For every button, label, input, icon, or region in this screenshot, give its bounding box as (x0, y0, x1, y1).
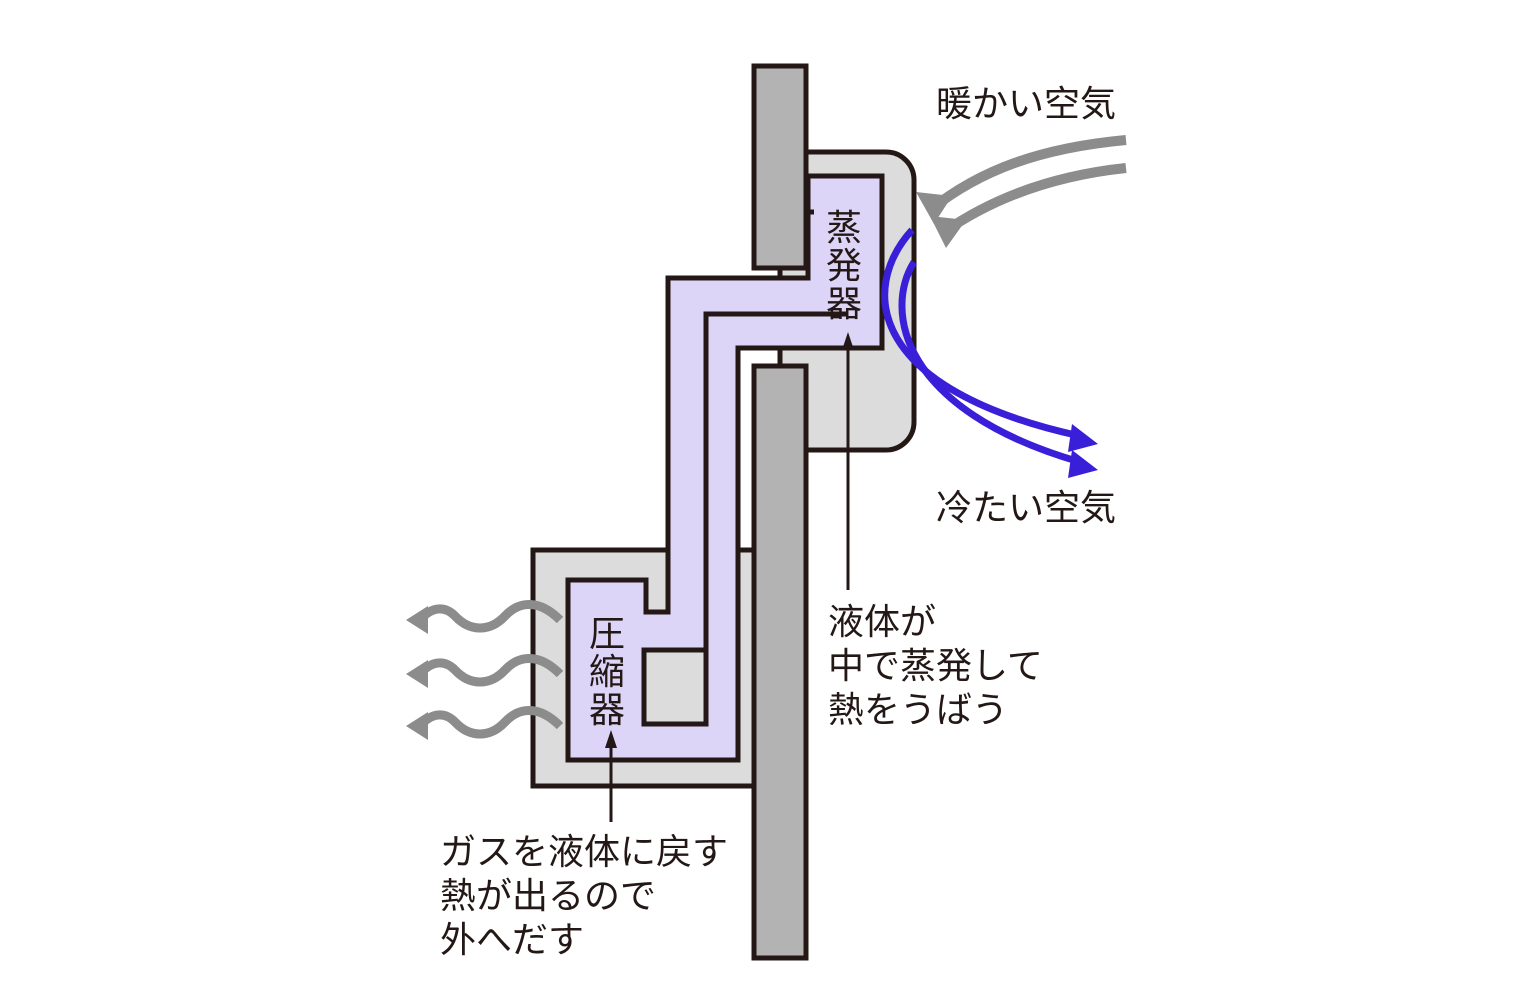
cold-air-label: 冷たい空気 (936, 488, 1116, 529)
compressor-note-line-1: ガスを液体に戻す (440, 832, 728, 873)
warm-air-arrowhead-1 (916, 192, 952, 224)
evaporator-label: 蒸 発 器 (826, 208, 862, 325)
compressor-char-2: 縮 (589, 652, 625, 693)
warm-air-arrowhead-2 (930, 216, 966, 248)
refrigerant-circuit (565, 173, 885, 763)
evaporator-char-1: 蒸 (826, 208, 862, 249)
compressor-note: ガスを液体に戻す 熱が出るので 外へだす (440, 832, 728, 961)
evaporator-note: 液体が 中で蒸発して 熱をうばう (828, 602, 1043, 731)
pipe-inner-wall (805, 209, 814, 278)
compressor-core (641, 647, 709, 727)
wall-upper (751, 63, 809, 271)
compressor-leader (605, 730, 617, 822)
evaporator-leader (842, 332, 854, 590)
warm-air-label: 暖かい空気 (936, 84, 1116, 125)
evaporator-note-line-3: 熱をうばう (828, 690, 1008, 731)
compressor-note-line-2: 熱が出るので (440, 876, 656, 917)
evaporator-note-line-2: 中で蒸発して (828, 646, 1043, 687)
compressor-label: 圧 縮 器 (589, 614, 625, 731)
wall-lower (751, 363, 809, 961)
warm-air-arrows (916, 135, 1127, 248)
heat-release-arrows (406, 600, 564, 740)
evaporator-note-line-1: 液体が (828, 602, 936, 643)
compressor-char-3: 器 (589, 690, 625, 731)
compressor-char-1: 圧 (589, 614, 625, 655)
heat-arrowhead-2 (406, 660, 428, 688)
cold-air-arrowhead-2 (1068, 450, 1098, 478)
heat-arrowhead-3 (406, 712, 428, 740)
heat-arrowhead-1 (406, 606, 428, 634)
evaporator-char-2: 発 (826, 246, 862, 287)
cold-air-arrowhead-1 (1068, 424, 1098, 452)
evaporator-char-3: 器 (826, 284, 862, 325)
cold-air-arrows (881, 227, 1098, 478)
compressor-note-line-3: 外へだす (440, 920, 584, 961)
